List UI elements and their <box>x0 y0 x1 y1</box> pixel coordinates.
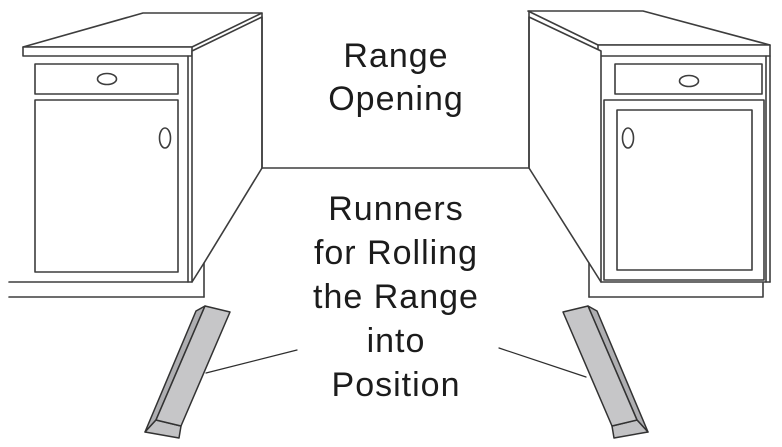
right-cabinet-floor-line <box>588 282 764 298</box>
left-leader-line <box>205 349 298 374</box>
right-cabinet-side-panel <box>528 16 602 283</box>
left-cabinet-door <box>34 99 179 273</box>
runners-label-line5: Position <box>332 366 461 404</box>
right-cabinet-drawer <box>614 63 763 95</box>
left-cabinet-door-handle-icon <box>158 127 172 149</box>
right-leader-line <box>498 347 587 378</box>
right-cabinet-door <box>603 99 765 281</box>
runners-label-line2: for Rolling <box>314 234 478 272</box>
right-cabinet-drawer-handle-icon <box>678 74 700 88</box>
range-opening-label-line1: Range <box>343 37 448 75</box>
right-runner-top-face <box>562 305 638 427</box>
runners-label-line4: into <box>367 322 426 360</box>
right-cabinet-countertop-edge <box>597 44 771 57</box>
range-opening-label-line2: Opening <box>328 80 464 118</box>
left-cabinet-drawer-handle-icon <box>96 72 118 86</box>
right-cabinet <box>527 10 771 298</box>
left-cabinet-side-panel <box>191 16 263 283</box>
left-cabinet-countertop-edge <box>22 46 193 57</box>
right-cabinet-door-handle-icon <box>621 127 635 149</box>
right-cabinet-door-panel <box>616 109 753 271</box>
runners-label: Runners for Rolling the Range into Posit… <box>313 190 479 404</box>
right-runner <box>562 305 649 439</box>
left-cabinet <box>8 12 263 298</box>
runners-label-line1: Runners <box>328 190 464 228</box>
runners-label-line3: the Range <box>313 278 479 316</box>
left-runner <box>144 305 231 439</box>
left-cabinet-drawer <box>34 63 179 95</box>
range-opening-label: Range Opening <box>328 37 464 118</box>
left-runner-top-face <box>155 305 231 427</box>
